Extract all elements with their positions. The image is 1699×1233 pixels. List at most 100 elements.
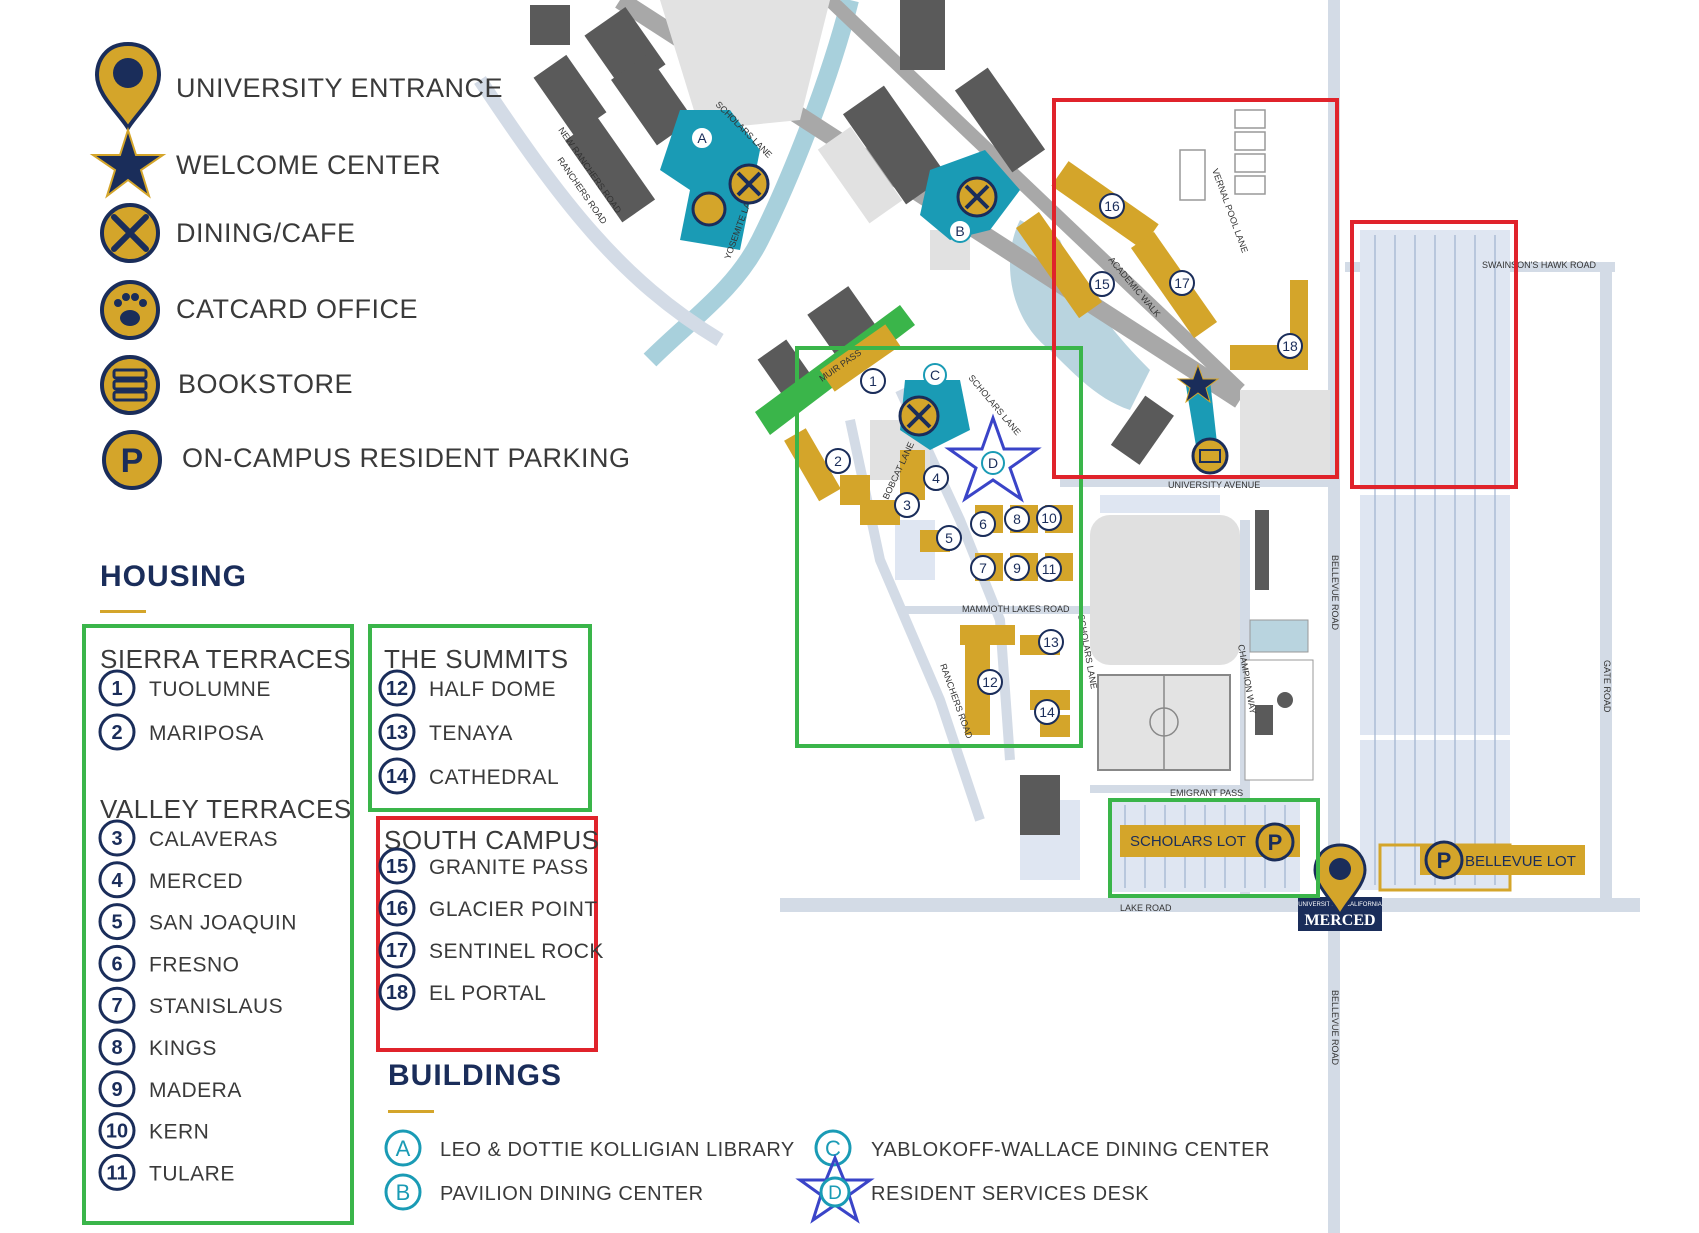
svg-text:6: 6 [979, 516, 987, 532]
emigrant-pass [1090, 785, 1250, 793]
svg-text:B: B [955, 223, 964, 239]
svg-text:5: 5 [945, 530, 953, 546]
sierra-valley-box [82, 624, 354, 1225]
housing-item: 3 CALAVERAS [98, 819, 278, 857]
ranchers-road [474, 76, 724, 347]
svg-text:12: 12 [982, 674, 998, 690]
east-lot-stalls [1374, 235, 1496, 885]
housing-name: HALF DOME [429, 678, 556, 701]
map-bookstore-glyph [1199, 449, 1221, 463]
housing-number: 18 [386, 982, 408, 1004]
highlight-red-east-lot [1350, 220, 1518, 489]
svg-text:9: 9 [1013, 560, 1021, 576]
legend-entrance-label: UNIVERSITY ENTRANCE [176, 73, 503, 103]
housing-number-marker [378, 889, 416, 927]
housing-number: 11 [106, 1162, 127, 1184]
housing-number-marker [98, 944, 136, 982]
road-label-emigrant: EMIGRANT PASS [1170, 788, 1243, 798]
building-b-marker [384, 1173, 422, 1211]
building-c-letter: C [825, 1136, 841, 1161]
housing-number-marker [98, 819, 136, 857]
housing-number-marker [378, 973, 416, 1011]
legend-dining-label: DINING/CAFE [176, 218, 356, 248]
svg-text:C: C [930, 367, 940, 383]
buildings-legend: BUILDINGS A LEO & DOTTIE KOLLIGIAN LIBRA… [384, 1059, 1270, 1224]
housing-title-underline [100, 610, 146, 613]
housing-name: TENAYA [429, 722, 513, 745]
road-label-bellevue-2: BELLEVUE ROAD [1330, 990, 1340, 1066]
housing-number: 16 [386, 898, 408, 920]
tennis-courts [1179, 109, 1266, 201]
building-a-marker [384, 1129, 422, 1167]
svg-text:3: 3 [903, 497, 911, 513]
housing-name: GRANITE PASS [429, 856, 589, 879]
housing-item: 15 GRANITE PASS [378, 847, 589, 885]
legend-dining: DINING/CAFE [100, 203, 356, 263]
building-b-letter: B [396, 1180, 411, 1205]
housing-number-marker [378, 931, 416, 969]
housing-number-marker [98, 903, 136, 941]
mammoth-lakes-road [900, 606, 1100, 614]
housing-number-marker [98, 861, 136, 899]
uc-merced-logo-name: MERCED [1304, 912, 1375, 929]
scholars-lot-label: SCHOLARS LOT [1130, 833, 1246, 850]
housing-number-marker [98, 1028, 136, 1066]
map-welcome-star [1176, 363, 1220, 404]
paw-toe-1 [114, 299, 122, 307]
housing-name: KINGS [149, 1037, 217, 1060]
soccer-center-circle [1149, 707, 1179, 737]
road-label-scholars-lane-2: SCHOLARS LANE [966, 373, 1022, 437]
road-label-swainsons: SWAINSON'S HAWK ROAD [1482, 260, 1597, 270]
bookstore-icon [100, 355, 160, 415]
housing-number-marker [378, 713, 416, 751]
building-c-name: YABLOKOFF-WALLACE DINING CENTER [871, 1139, 1270, 1161]
legend-catcard-label: CATCARD OFFICE [176, 294, 418, 324]
housing-number: 4 [111, 870, 123, 892]
svg-text:11: 11 [1042, 561, 1057, 577]
svg-text:A: A [697, 130, 707, 146]
map-parking-bellevue-letter: P [1437, 848, 1452, 873]
svg-text:4: 4 [932, 470, 940, 486]
svg-text:17: 17 [1174, 275, 1190, 291]
svg-text:10: 10 [1041, 510, 1057, 526]
highlight-red-south-campus [1052, 98, 1339, 479]
map-dining-icons [728, 163, 998, 437]
legend-entrance: UNIVERSITY ENTRANCE [94, 41, 503, 132]
map-parking-bellevue [1424, 840, 1464, 880]
building-letter-labels: A B C [697, 130, 964, 383]
housing-number-marker [378, 757, 416, 795]
housing-name: SENTINEL ROCK [429, 940, 604, 963]
road-label-university-ave: UNIVERSITY AVENUE [1168, 480, 1260, 490]
housing-number: 15 [386, 856, 408, 878]
housing-number: 9 [111, 1079, 122, 1101]
housing-name: CATHEDRAL [429, 766, 559, 789]
housing-number: 5 [111, 912, 122, 934]
building-d-marker [819, 1176, 851, 1208]
housing-name: TUOLUMNE [149, 678, 271, 701]
map-parking-scholars-letter: P [1268, 830, 1283, 855]
legend-welcome: WELCOME CENTER [89, 126, 441, 199]
housing-number: 14 [386, 766, 409, 788]
housing-number: 10 [106, 1121, 128, 1143]
gym-block-2 [1277, 692, 1293, 708]
gate-road [1600, 270, 1612, 910]
housing-number: 3 [111, 828, 122, 850]
dining-fork-knife-glyph [111, 214, 149, 252]
building-d-letter: D [828, 1183, 842, 1204]
housing-name: CALAVERAS [149, 828, 278, 851]
housing-name: SAN JOAQUIN [149, 912, 297, 935]
sierra-title: SIERRA TERRACES [100, 644, 351, 674]
map-parking-scholars [1255, 822, 1295, 862]
housing-number: 6 [111, 953, 122, 975]
housing-name: MADERA [149, 1079, 242, 1102]
